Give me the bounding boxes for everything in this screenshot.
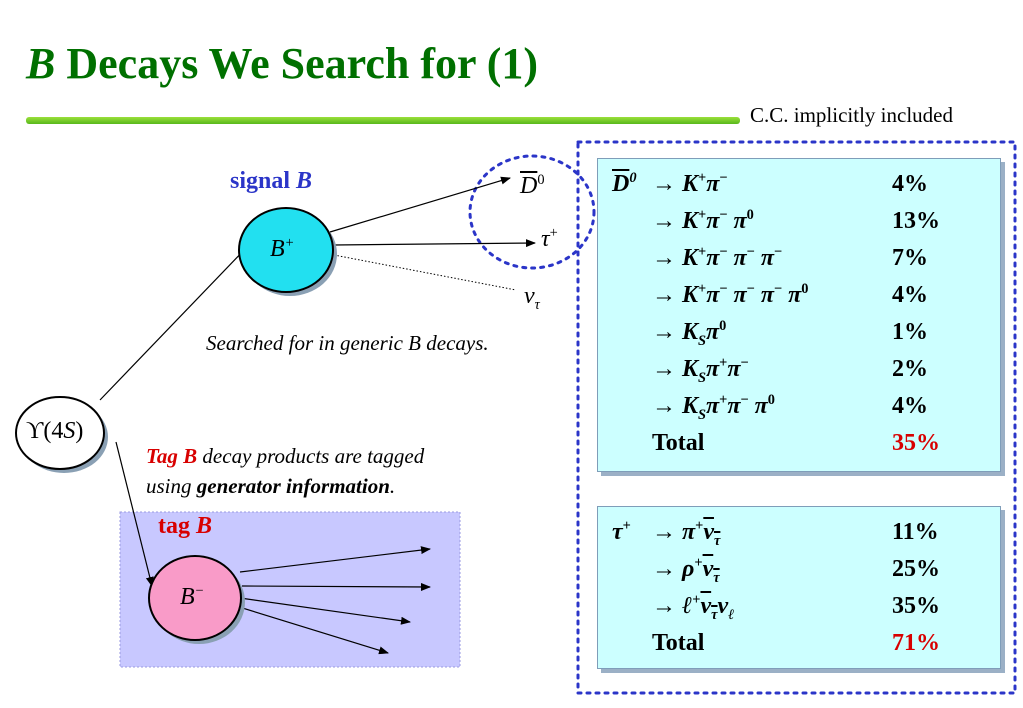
d0-br-7: 4% [892,393,928,419]
upsilon-node-label: ϒ(4S) [26,418,84,444]
d0-br-5: 1% [892,319,928,345]
tau-total-label: Total [652,630,705,656]
d0-total-label: Total [652,430,705,456]
tag-b-node [148,555,242,641]
tag-arrow-3 [239,597,411,625]
title-underline [26,117,740,124]
d0-br-4: 4% [892,282,928,308]
tau-parent: τ+ [612,518,631,545]
tau-product: τ+ [541,225,558,252]
tag-b-label: tag B [158,513,213,539]
d0-br-3: 7% [892,245,928,271]
tag-b-node-label: B− [180,583,205,610]
d0-br-2: 13% [892,208,940,234]
d0-br-1: 4% [892,171,928,197]
d0-total-value: 35% [892,430,940,456]
d0-parent: D0 [612,170,637,197]
d0-br-6: 2% [892,356,928,382]
tau-br-2: 25% [892,556,940,582]
arrow-upsilon-to-signal [99,245,249,401]
tau-total-value: 71% [892,630,940,656]
searched-note: Searched for in generic B decays. [206,331,489,355]
signal-b-node-label: B+ [270,235,295,262]
arrow-to-tau [333,239,536,248]
signal-b-node [238,207,334,293]
tables-dotted-frame [576,140,1017,695]
d0-highlight-circle [468,154,596,270]
page-title: B Decays We Search for (1) [26,39,539,88]
d0-decay-table: D0 → K+π− 4% → K+π− π0 13% → K+π− π− π− … [597,158,1001,472]
line-to-nu [333,254,517,291]
arrow-to-d0bar [329,176,511,233]
cc-note: C.C. implicitly included [750,103,953,127]
arrow-upsilon-to-tag [115,441,154,587]
d0bar-product: D0 [520,172,545,199]
nu-product: ντ [524,283,540,313]
tag-arrow-1 [239,546,431,573]
tau-decay-table: τ+ → π+ντ 11% → ρ+ντ 25% → ℓ+ντνℓ 35% To… [597,506,1001,669]
tau-br-1: 11% [892,519,939,545]
tag-arrow-4 [235,605,389,655]
signal-b-label: signal B [230,168,313,194]
upsilon-node [15,396,105,470]
tag-arrow-2 [241,582,431,591]
tau-br-3: 35% [892,593,940,619]
